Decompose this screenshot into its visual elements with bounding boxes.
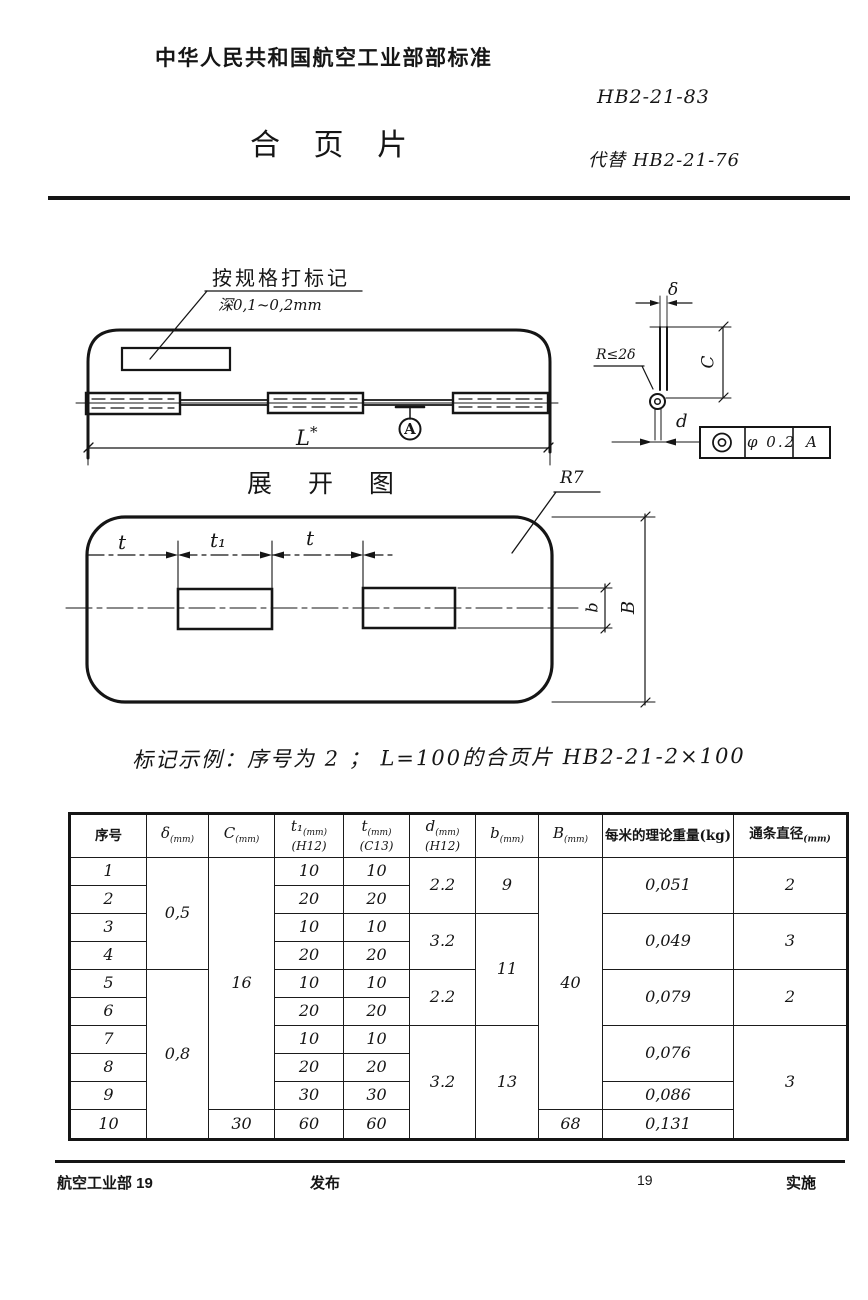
cell-d-r5: 2.2 [410,970,476,1026]
col-header-C: C(mm) [209,815,275,858]
cell-t-r1: 10 [344,858,410,886]
cell-no-r3: 3 [71,914,147,942]
cell-t1-r5: 10 [275,970,344,998]
col-header-rod: 通条直径(mm) [734,815,846,858]
datum-a-label: A [404,420,416,438]
cell-t1-r10: 60 [275,1110,344,1138]
part-title: 合 页 片 [250,128,420,163]
marking-note-line1: 按规格打标记 [212,266,350,290]
cell-weight-r3: 0,049 [603,914,734,970]
cell-no-r2: 2 [71,886,147,914]
cell-B-r1: 40 [539,858,603,1110]
col-header-weight: 每米的理论重量(kg) [603,815,734,858]
footer-page-number: 19 [637,1172,653,1188]
cell-weight-r1: 0,051 [603,858,734,914]
t-dimension-label-2: t [306,526,315,550]
standard-number: HB2-21-83 [597,86,710,108]
col-header-t: t(mm)(C13) [344,815,410,858]
header-divider [48,196,850,200]
cell-t-r3: 10 [344,914,410,942]
radius-note: R≤2δ [596,347,636,363]
cell-b-r3: 11 [476,914,539,1026]
cell-t1-r7: 10 [275,1026,344,1054]
cell-t1-r2: 20 [275,886,344,914]
cell-no-r4: 4 [71,942,147,970]
cell-C-r1: 16 [209,858,275,1110]
cell-no-r5: 5 [71,970,147,998]
slot-2 [363,588,455,628]
cell-no-r10: 10 [71,1110,147,1138]
cell-d-r1: 2.2 [410,858,476,914]
asterisk-mark: * [309,423,318,441]
col-header-no: 序号 [71,815,147,858]
height-label: C [698,355,719,369]
tolerance-datum: A [806,433,817,451]
development-view-caption: 展 开 图 [247,469,408,498]
cell-rod-r7: 3 [784,1071,796,1091]
cell-t1-r9: 30 [275,1082,344,1110]
cell-d-r7: 3.2 [410,1026,476,1138]
length-dimension-label: L* [296,423,318,450]
cell-no-r1: 1 [71,858,147,886]
footer-issuing-org: 航空工业部 19 [57,1175,153,1192]
cell-no-r8: 8 [71,1054,147,1082]
cell-t1-r3: 10 [275,914,344,942]
cell-rod-r3: 3 [734,914,846,970]
replaces-note: 代替 HB2-21-76 [588,150,741,171]
cell-t1-r4: 20 [275,942,344,970]
cell-weight-r7: 0,076 [603,1026,734,1082]
cell-t-r5: 10 [344,970,410,998]
t-dimension-label: t [118,530,127,554]
cell-t-r9: 30 [344,1082,410,1110]
col-header-B: B(mm) [539,815,603,858]
knuckle-curl [650,394,665,409]
cell-t-r7: 10 [344,1026,410,1054]
concentricity-icon [713,434,731,452]
cell-t-r2: 20 [344,886,410,914]
B-dimension-label: B [618,600,640,615]
footer-divider [55,1160,845,1163]
t1-dimension-label: t₁ [210,528,227,552]
cell-t-r8: 20 [344,1054,410,1082]
cell-no-r9: 9 [71,1082,147,1110]
cell-weight-r9: 0,086 [603,1082,734,1110]
corner-radius-label: R7 [560,468,584,488]
footer-implement-label: 实施 [786,1175,817,1192]
cell-rod-r1: 2 [734,858,846,914]
b-dimension-label: b [582,602,602,613]
cell-t-r6: 20 [344,998,410,1026]
cell-b-r7: 13 [476,1026,539,1138]
cell-delta-r5: 0,8 [147,970,209,1138]
slot-1 [178,589,272,629]
cell-weight-r10: 0,131 [603,1110,734,1138]
marking-area [122,348,230,370]
cell-t1-r6: 20 [275,998,344,1026]
tolerance-value: φ 0.2 [747,433,797,451]
cell-b-r1: 9 [476,858,539,914]
cell-d-r3: 3.2 [410,914,476,970]
cell-t1-r8: 20 [275,1054,344,1082]
designation-example: 标记示例：序号为 2 ； L=100的合页片 HB2-21-2×100 [131,743,746,773]
cell-t-r4: 20 [344,942,410,970]
cell-t-r10: 60 [344,1110,410,1138]
cell-weight-r5: 0,079 [603,970,734,1026]
plan-view-geometry [66,492,655,707]
marking-note-line2: 深0,1~0,2mm [218,296,322,314]
cell-no-r7: 7 [71,1026,147,1054]
footer-publish-label: 发布 [310,1175,341,1192]
standard-org-title: 中华人民共和国航空工业部部标准 [155,47,493,70]
pin-diameter-label: d [676,411,688,432]
cell-C-r10: 30 [209,1110,275,1138]
cell-t1-r1: 10 [275,858,344,886]
col-header-d: d(mm)(H12) [410,815,476,858]
col-header-b: b(mm) [476,815,539,858]
col-header-delta: δ(mm) [147,815,209,858]
thickness-label: δ [668,280,679,300]
cell-rod-r5: 2 [734,970,846,1026]
col-header-t1: t₁(mm)(H12) [275,815,344,858]
cell-no-r6: 6 [71,998,147,1026]
cell-B-r10: 68 [539,1110,603,1138]
cell-delta-r1: 0,5 [147,858,209,970]
